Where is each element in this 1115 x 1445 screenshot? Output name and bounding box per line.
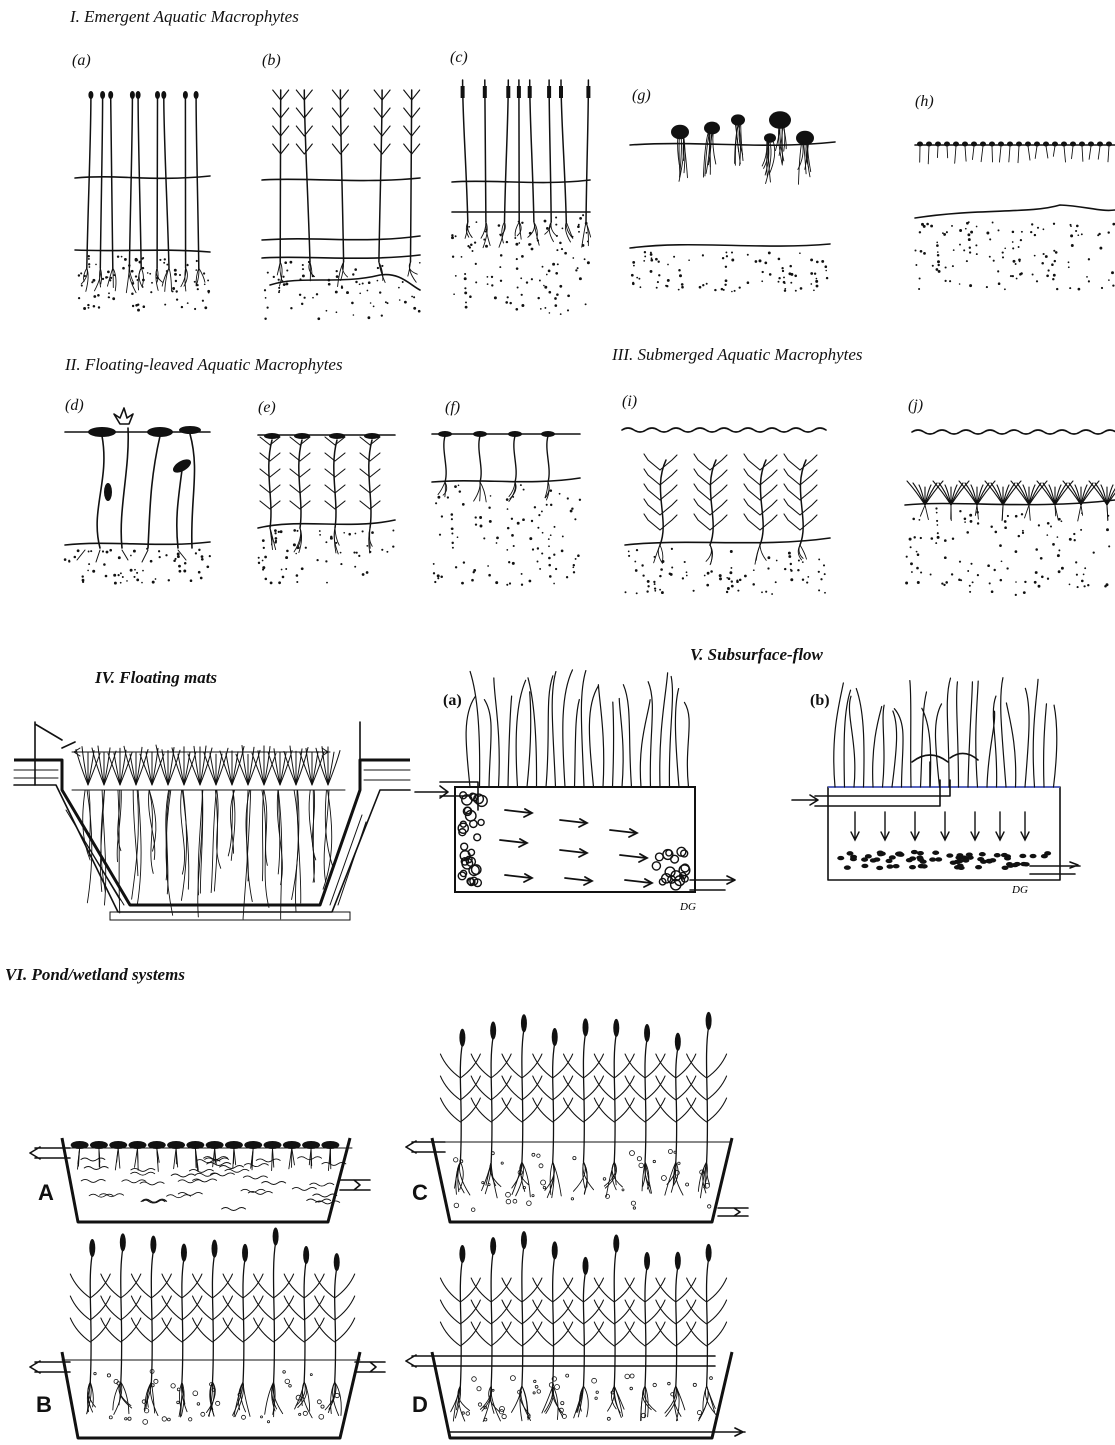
floating-leaved-plant-d: [65, 408, 210, 562]
emergent-plant-a: [75, 91, 210, 293]
system-label-c: C: [412, 1180, 428, 1205]
floating-leaved-plant-e: [258, 433, 395, 554]
floating-leaved-plant-f: [432, 431, 580, 502]
floating-mat-basin: [14, 722, 410, 920]
section-title-floating-leaved: II. Floating-leaved Aquatic Macrophytes: [64, 355, 343, 374]
panel-label-c: (c): [450, 49, 468, 66]
emergent-plant-b: [262, 90, 420, 290]
submerged-plant-j: [905, 430, 1115, 521]
pond-system-b: [30, 1227, 385, 1438]
pond-system-c: [406, 1012, 748, 1222]
submerged-plant-i: [622, 428, 830, 565]
section-title-submerged: III. Submerged Aquatic Macrophytes: [611, 345, 863, 364]
artist-signature-2: DG: [1011, 884, 1028, 896]
panel-label-b: (b): [262, 52, 281, 69]
section-title-emergent: I. Emergent Aquatic Macrophytes: [69, 7, 299, 26]
section-title-pond-wetland: VI. Pond/wetland systems: [5, 965, 185, 984]
panel-label-g: (g): [632, 87, 651, 104]
subsurface-flow-horizontal: DG: [415, 670, 735, 913]
panel-label-h: (h): [915, 93, 934, 110]
system-label-b: B: [36, 1392, 52, 1417]
panel-label-subsurface-a: (a): [443, 692, 462, 709]
system-label-a: A: [38, 1180, 54, 1205]
artist-signature: DG: [679, 901, 696, 913]
sediment-stipple: [64, 214, 1115, 596]
panel-label-e: (e): [258, 399, 276, 416]
panel-label-i: (i): [622, 393, 637, 410]
system-label-d: D: [412, 1392, 428, 1417]
pond-system-a: [30, 1138, 370, 1222]
panel-label-j: (j): [908, 397, 923, 414]
panel-label-a: (a): [72, 52, 91, 69]
section-title-subsurface-flow: V. Subsurface-flow: [690, 645, 824, 664]
panel-label-subsurface-b: (b): [810, 692, 830, 709]
free-floating-plant-g: [630, 111, 835, 248]
panel-label-d: (d): [65, 397, 84, 414]
pond-system-d: [406, 1231, 745, 1438]
panel-label-f: (f): [445, 399, 460, 416]
section-title-floating-mats: IV. Floating mats: [94, 668, 217, 687]
free-floating-plant-h: [915, 142, 1115, 219]
subsurface-flow-vertical: DG: [792, 678, 1080, 896]
